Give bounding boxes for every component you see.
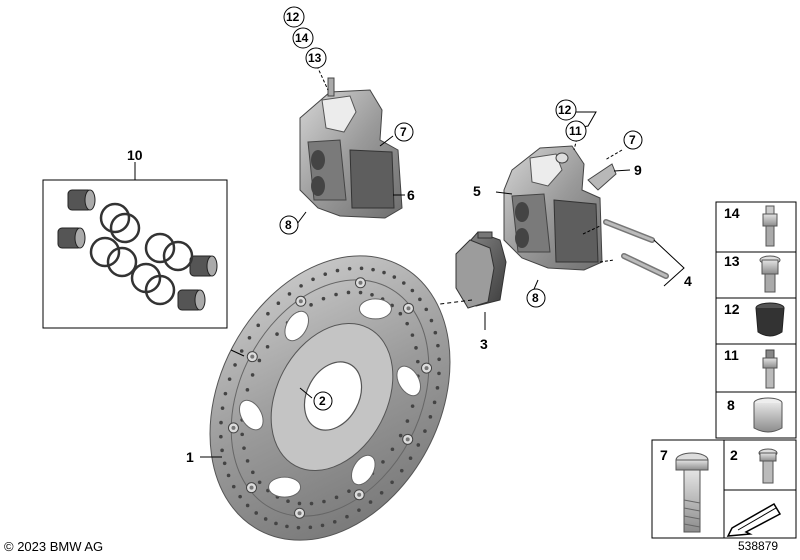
label-8-right: 8 [532,291,539,305]
label-11: 11 [569,124,582,138]
diagram-id: 538879 [738,539,779,553]
piston [189,255,218,277]
rivet [227,422,239,434]
piston [57,227,86,249]
legend-num-12: 12 [724,301,740,317]
rivet [246,482,258,494]
label-12-right: 12 [558,103,572,117]
rivet [402,302,414,314]
caliper-bolts[interactable] [603,219,669,279]
rivet [353,489,365,501]
parts-legend: 14 13 12 11 8 7 2 [651,201,797,539]
torx-bolt-icon [675,452,709,533]
legend-num-7: 7 [660,447,668,463]
leader-lines [134,65,685,458]
seal-ring [109,212,141,244]
bleed-screw-icon [762,349,778,389]
rivet [246,351,258,363]
seal-ring [99,202,131,234]
label-2: 2 [319,394,326,408]
label-6: 6 [407,187,415,203]
label-7-left: 7 [400,125,407,139]
dust-cap-icon [755,302,785,337]
seal-ring [106,246,138,278]
legend-num-8: 8 [727,397,735,413]
label-8-left: 8 [285,218,292,232]
rivet [402,433,414,445]
brake-pad-set[interactable] [455,231,507,309]
label-3: 3 [480,336,488,352]
rivet [354,277,366,289]
seal-ring [162,240,194,272]
label-13: 13 [308,51,322,65]
label-9: 9 [634,162,642,178]
copyright-text: © 2023 BMW AG [4,539,104,554]
label-5: 5 [473,183,481,199]
disc-carrier-windows [238,298,422,498]
legend-num-13: 13 [724,253,740,269]
piston-repair-kit[interactable] [42,179,228,329]
rivet [295,295,307,307]
rivet [421,362,433,374]
rivet-icon [758,448,778,484]
legend-num-11: 11 [724,347,739,363]
pad-retainer-wedge[interactable] [587,163,617,191]
brake-caliper-right[interactable] [503,145,603,271]
label-4: 4 [684,273,692,289]
piston [67,189,96,211]
piston [177,289,206,311]
direction-arrow-icon [726,502,782,537]
bushing-icon [753,397,783,433]
label-10: 10 [127,147,143,163]
label-14: 14 [295,31,309,45]
label-1: 1 [186,449,194,465]
callout-labels: 10 1 3 6 5 9 4 2 8 7 12 14 13 12 11 7 8 [127,6,692,465]
rivet [294,507,306,519]
bleed-valve-icon [762,205,778,247]
disc-rivets [227,277,433,519]
brake-caliper-left[interactable] [299,77,403,219]
legend-num-14: 14 [724,205,740,221]
label-7-right: 7 [629,133,636,147]
seal-ring [144,232,176,264]
seal-ring [89,236,121,268]
kit-seals-and-pistons [57,189,218,311]
bleed-valve-cap-icon [759,255,781,293]
seal-ring [144,274,176,306]
label-12-left: 12 [286,10,300,24]
legend-num-2: 2 [730,447,738,463]
